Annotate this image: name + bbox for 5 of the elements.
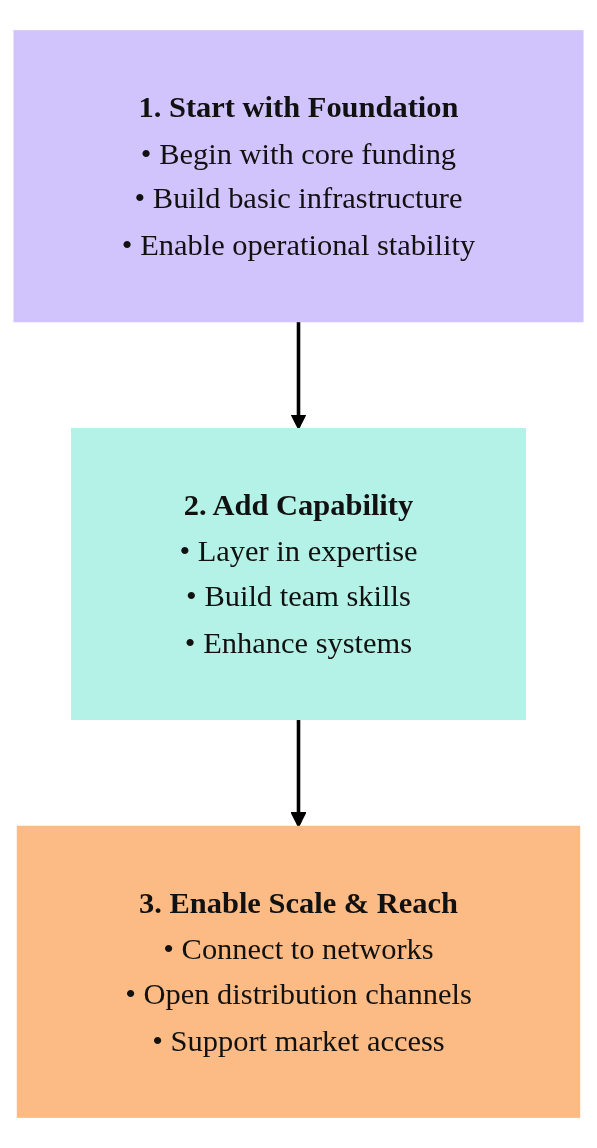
arrow — [290, 321, 307, 430]
node-box — [71, 427, 526, 721]
node-box — [16, 825, 581, 1118]
node-box — [13, 30, 584, 323]
arrow — [290, 719, 307, 828]
